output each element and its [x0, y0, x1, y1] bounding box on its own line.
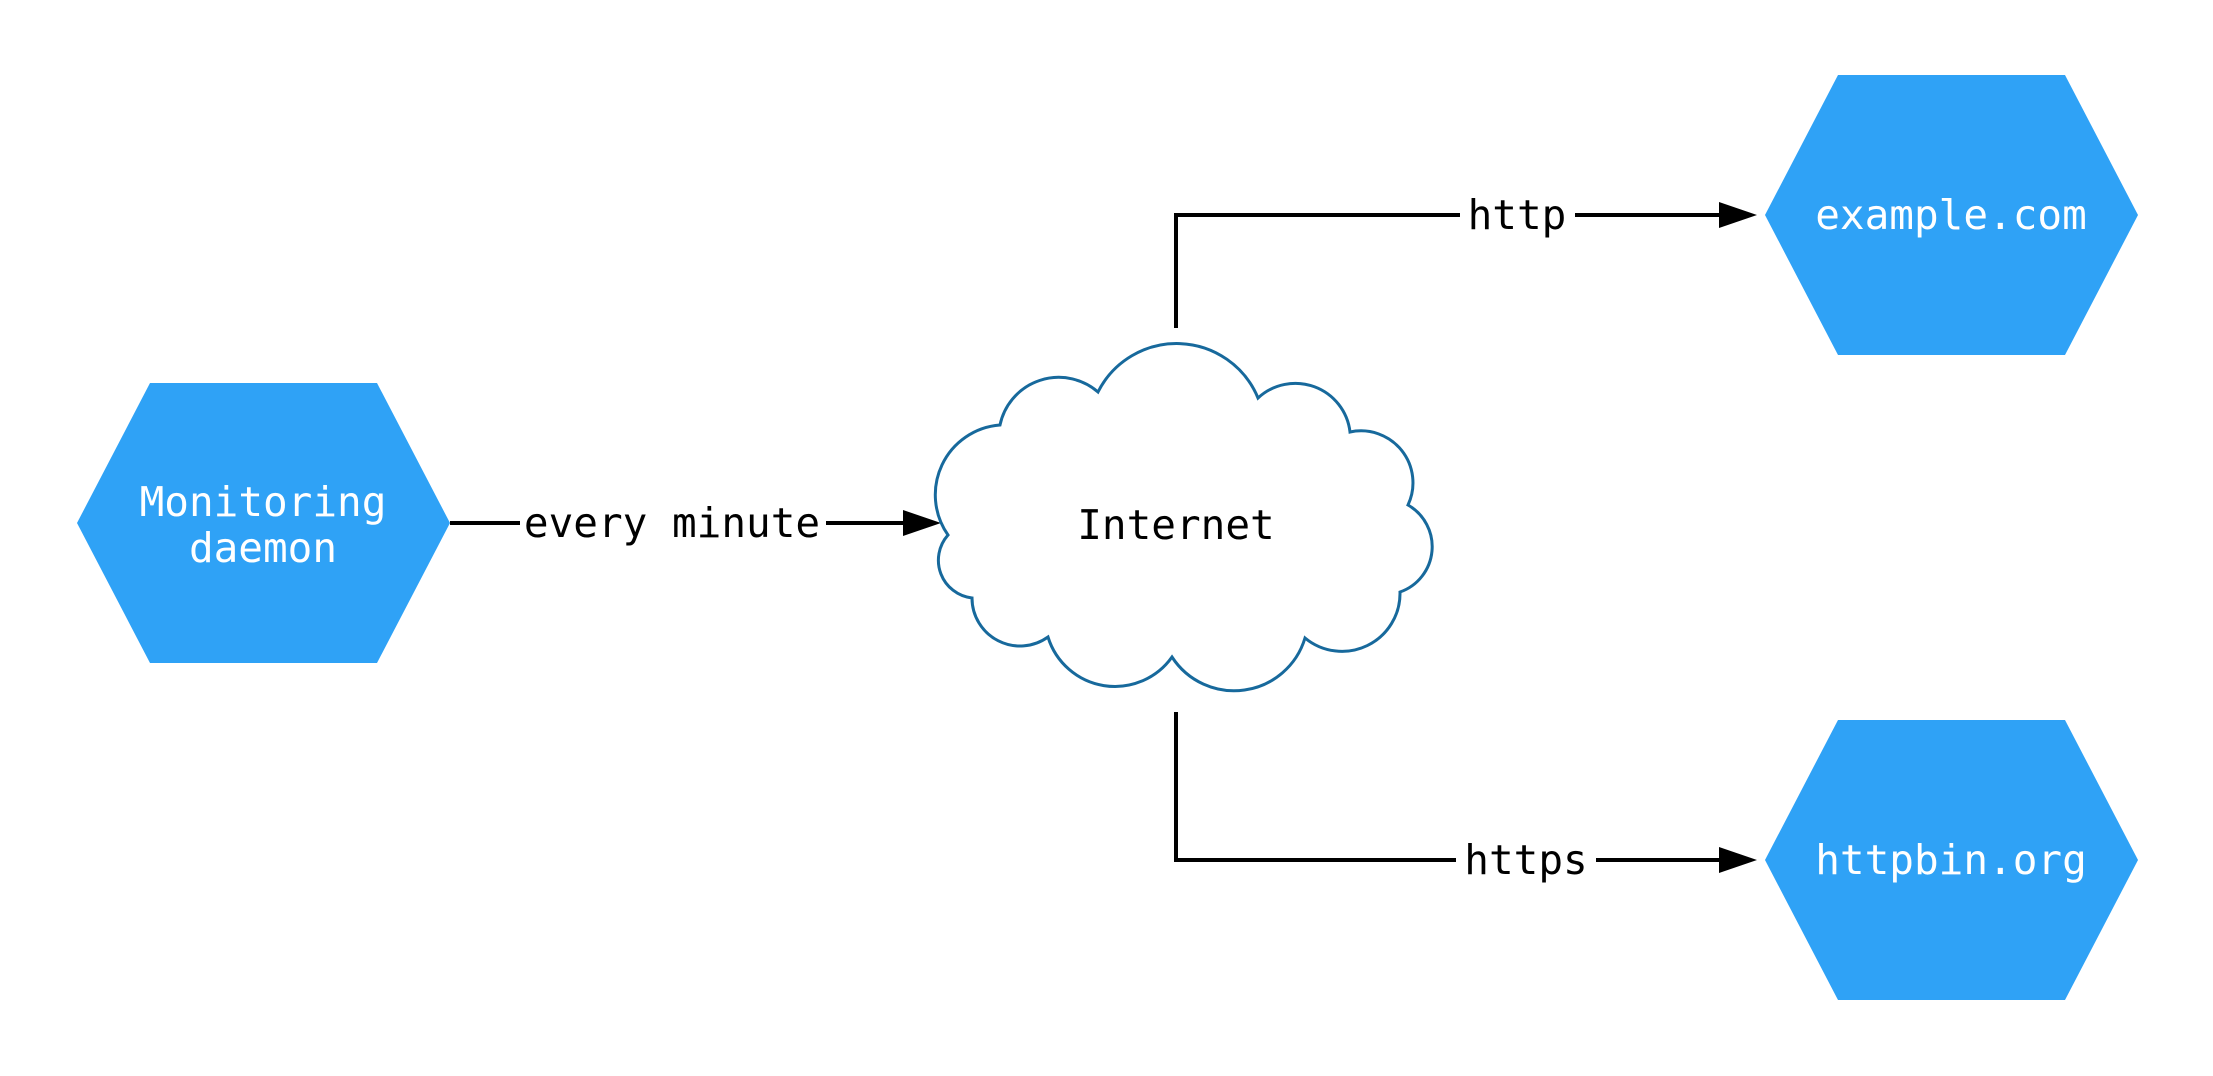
edge-http-elbow	[1174, 213, 1460, 328]
edge-every-minute: every minute	[450, 499, 941, 547]
node-monitoring-daemon: Monitoring daemon	[77, 383, 450, 663]
arrowhead-right-icon	[1719, 202, 1757, 228]
node-internet-label: Internet	[1077, 501, 1274, 549]
hexagon-shape	[1765, 720, 2138, 1000]
node-monitoring-daemon-label-line1: Monitoring	[140, 478, 387, 526]
edge-every-minute-label: every minute	[524, 499, 820, 547]
edge-https-label: https	[1464, 836, 1587, 884]
cloud-icon	[933, 342, 1434, 693]
node-example-com-label: example.com	[1815, 191, 2087, 239]
hexagon-shape	[77, 383, 450, 663]
node-example-com: example.com	[1765, 75, 2138, 355]
node-monitoring-daemon-label-line2: daemon	[189, 524, 337, 572]
edge-http: http	[1174, 191, 1757, 328]
hexagon-shape	[1765, 75, 2138, 355]
edge-http-label: http	[1468, 191, 1567, 239]
node-internet-cloud: Internet	[933, 342, 1434, 693]
node-httpbin-org-label: httpbin.org	[1815, 836, 2087, 884]
arrowhead-right-icon	[1719, 847, 1757, 873]
arrowhead-right-icon	[903, 510, 941, 536]
edge-https-elbow	[1174, 712, 1456, 862]
edge-https: https	[1174, 712, 1757, 884]
node-httpbin-org: httpbin.org	[1765, 720, 2138, 1000]
